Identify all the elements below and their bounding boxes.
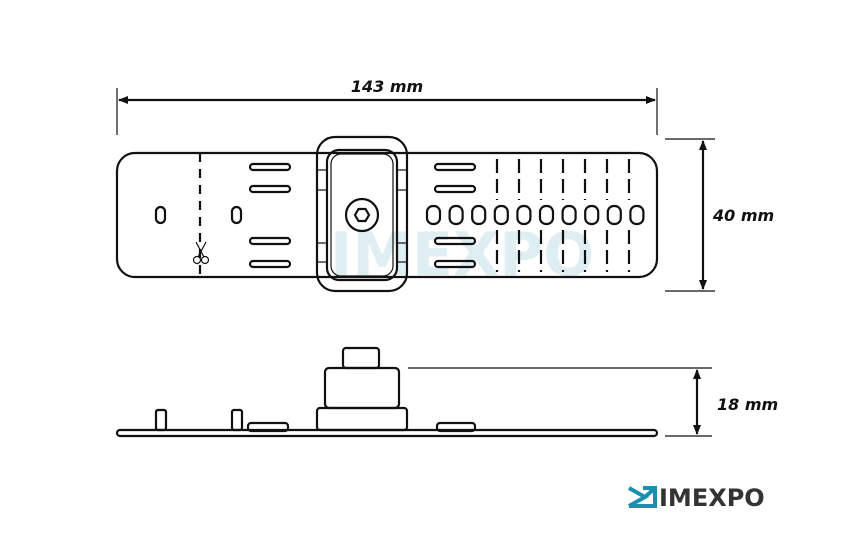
height-dimension: 18 mm bbox=[408, 367, 778, 437]
adjustment-hole bbox=[471, 204, 487, 226]
length-label: 143 mm bbox=[351, 77, 423, 96]
adjustment-hole bbox=[516, 204, 532, 226]
adjustment-hole bbox=[606, 204, 622, 226]
logo-mark-icon bbox=[628, 486, 657, 508]
adjustment-hole bbox=[493, 204, 509, 226]
screw-head bbox=[344, 197, 380, 233]
side-view bbox=[115, 346, 659, 438]
length-dimension: 143 mm bbox=[116, 77, 658, 135]
bracket bbox=[315, 135, 409, 293]
adjustment-hole bbox=[538, 204, 555, 226]
left-slots bbox=[248, 162, 292, 269]
width-dimension: 40 mm bbox=[665, 138, 774, 292]
adjustment-hole bbox=[584, 204, 600, 226]
watermark: IMEXPO bbox=[330, 220, 594, 290]
adjustment-holes bbox=[425, 204, 645, 226]
hex-socket-icon bbox=[353, 207, 371, 223]
right-slots bbox=[433, 162, 477, 269]
top-view bbox=[115, 135, 659, 293]
logo-text: IMEXPO bbox=[659, 484, 765, 512]
adjustment-hole bbox=[561, 204, 577, 226]
adjustment-hole bbox=[425, 204, 442, 226]
width-label: 40 mm bbox=[712, 206, 774, 225]
height-label: 18 mm bbox=[717, 395, 778, 414]
adjustment-hole bbox=[629, 204, 645, 226]
adjustment-hole bbox=[448, 204, 464, 226]
scissors-icon bbox=[192, 241, 210, 265]
imexpo-logo: IMEXPO bbox=[628, 484, 765, 512]
cut-marks bbox=[495, 159, 631, 272]
